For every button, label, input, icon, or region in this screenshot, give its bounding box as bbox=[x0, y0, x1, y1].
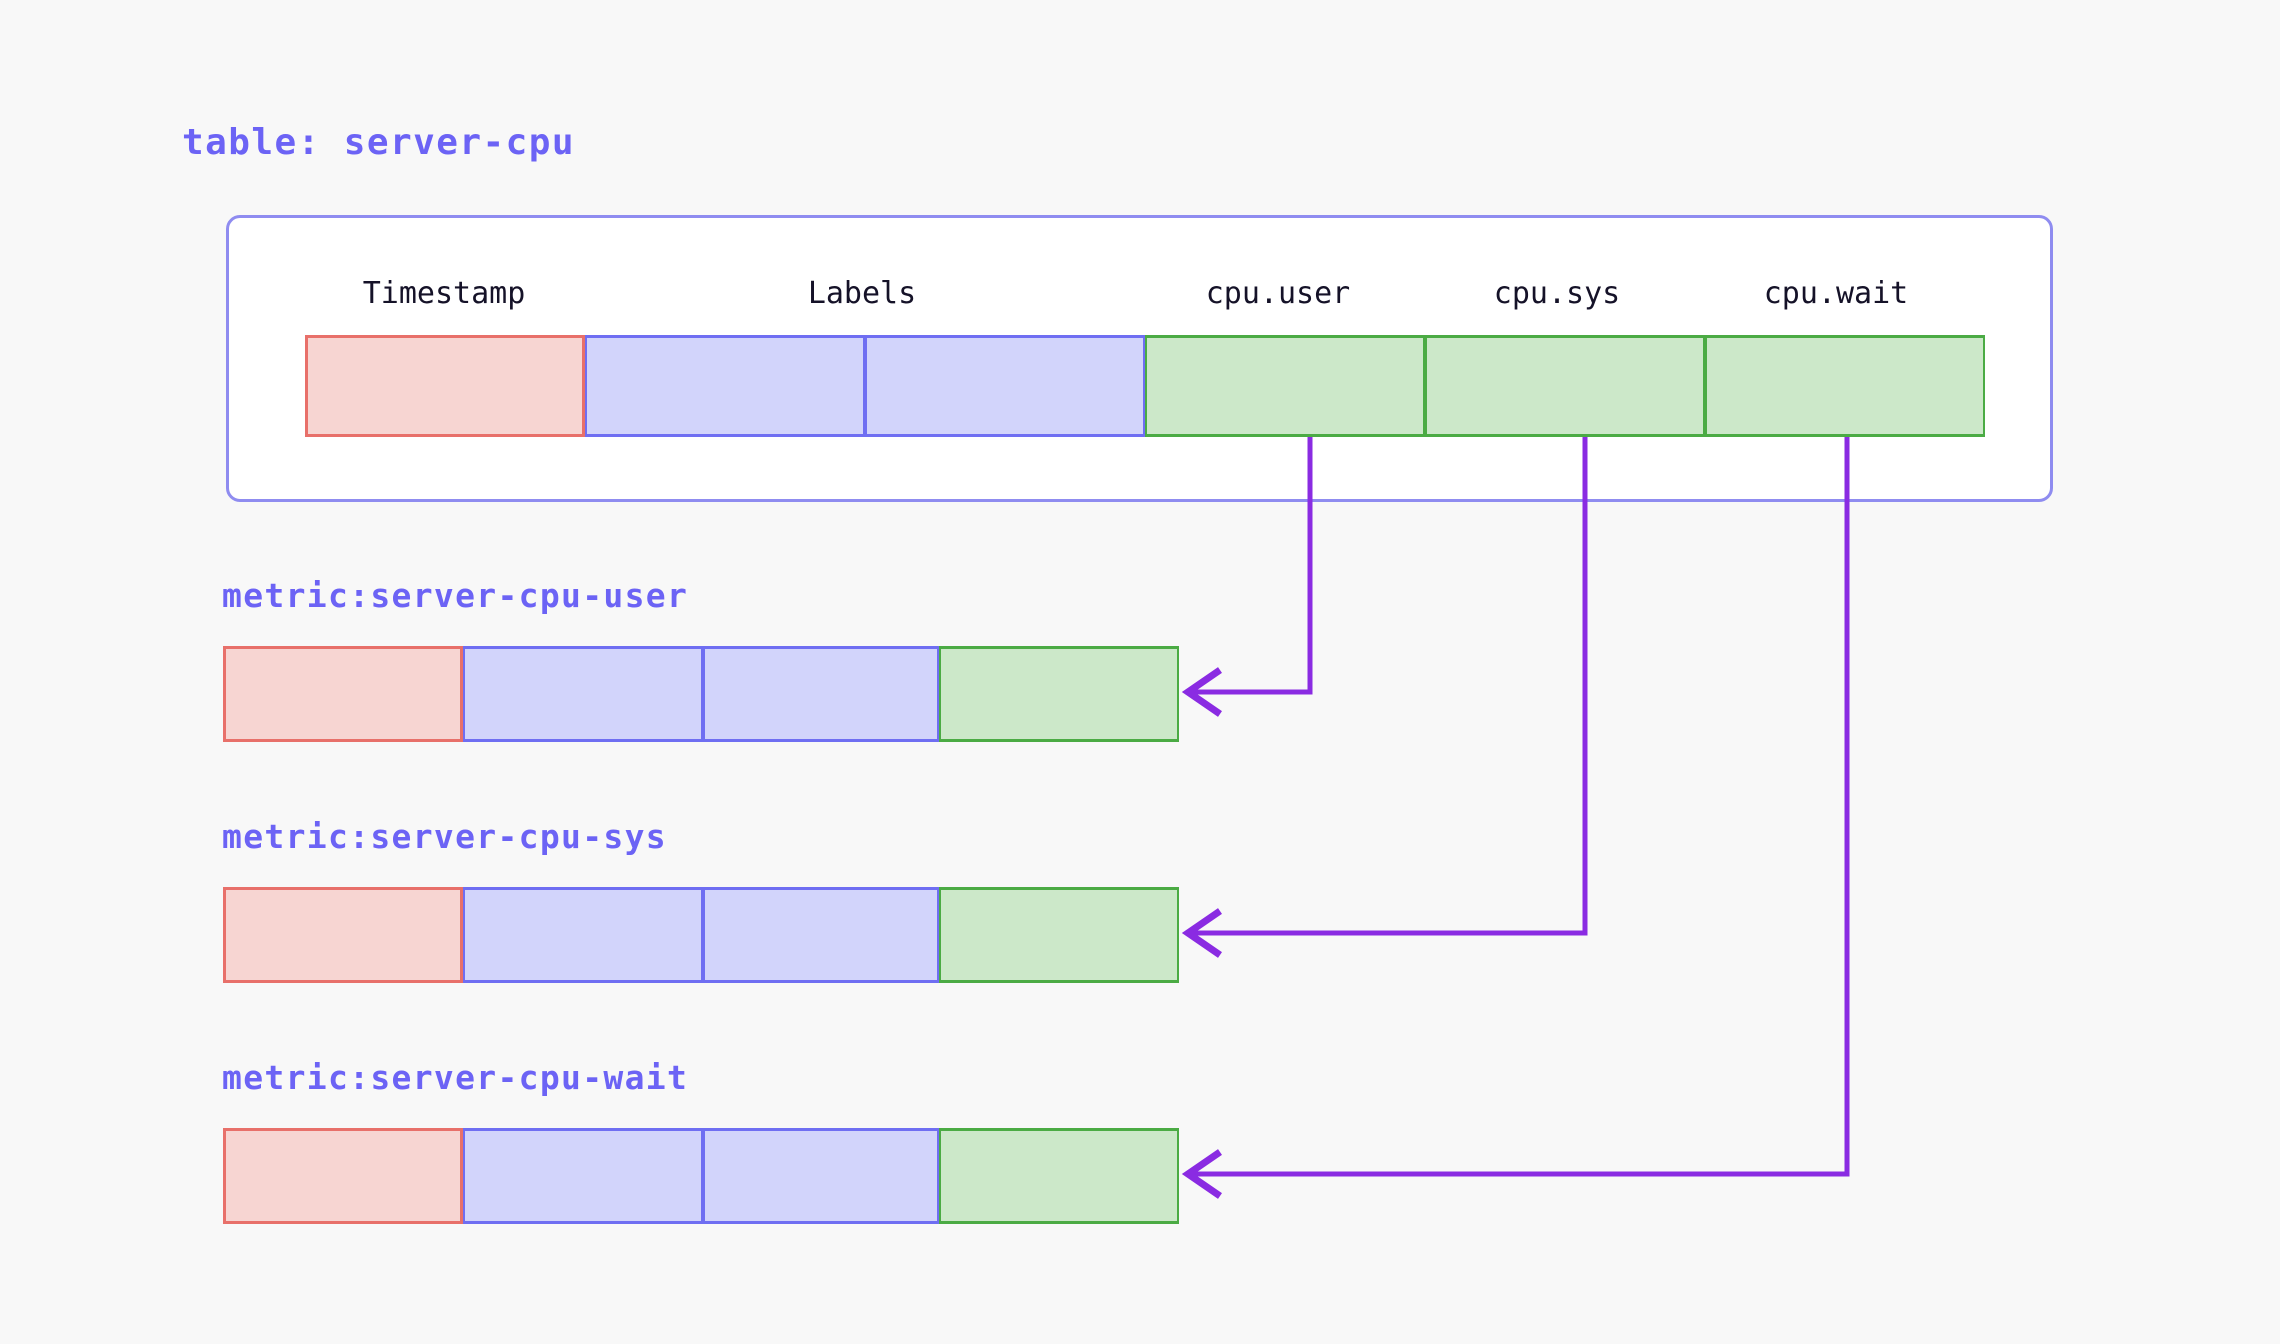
metric-title-server-cpu-sys: metric:server-cpu-sys bbox=[222, 817, 667, 856]
arrowhead-icon bbox=[1181, 667, 1222, 717]
metric-cell-labels bbox=[463, 887, 703, 983]
table-cell-value bbox=[1425, 335, 1705, 437]
metric-title-server-cpu-user: metric:server-cpu-user bbox=[222, 576, 689, 615]
table-cell-labels bbox=[585, 335, 865, 437]
column-header-cpu-sys: cpu.sys bbox=[1493, 276, 1621, 311]
metric-cell-value bbox=[939, 887, 1179, 983]
table-cell-value bbox=[1705, 335, 1985, 437]
metric-cell-labels bbox=[703, 1128, 939, 1224]
column-header-timestamp: Timestamp bbox=[362, 276, 526, 311]
column-header-cpu-user: cpu.user bbox=[1205, 276, 1351, 311]
column-header-cpu-wait: cpu.wait bbox=[1763, 276, 1909, 311]
table-cell-labels bbox=[865, 335, 1145, 437]
metric-cell-timestamp bbox=[223, 1128, 463, 1224]
table-cell-timestamp bbox=[305, 335, 585, 437]
column-header-labels: Labels bbox=[807, 276, 917, 311]
metric-row-server-cpu-wait bbox=[223, 1128, 1179, 1224]
arrowhead-icon bbox=[1181, 908, 1222, 958]
arrowhead-icon bbox=[1181, 1149, 1222, 1199]
table-title: table: server-cpu bbox=[182, 122, 575, 163]
metric-cell-timestamp bbox=[223, 887, 463, 983]
metric-cell-labels bbox=[703, 887, 939, 983]
table-column-headers: Timestamp Labels cpu.user cpu.sys cpu.wait bbox=[226, 276, 2053, 320]
metric-cell-labels bbox=[463, 1128, 703, 1224]
metric-cell-value bbox=[939, 646, 1179, 742]
metric-cell-timestamp bbox=[223, 646, 463, 742]
connector-cpu-wait bbox=[1181, 437, 1850, 1199]
metric-row-server-cpu-user bbox=[223, 646, 1179, 742]
metric-cell-labels bbox=[463, 646, 703, 742]
metric-title-server-cpu-wait: metric:server-cpu-wait bbox=[222, 1058, 689, 1097]
metric-cell-value bbox=[939, 1128, 1179, 1224]
table-data-row bbox=[305, 335, 1985, 437]
metric-row-server-cpu-sys bbox=[223, 887, 1179, 983]
metric-cell-labels bbox=[703, 646, 939, 742]
table-cell-value bbox=[1145, 335, 1425, 437]
connector-cpu-sys bbox=[1181, 437, 1588, 958]
